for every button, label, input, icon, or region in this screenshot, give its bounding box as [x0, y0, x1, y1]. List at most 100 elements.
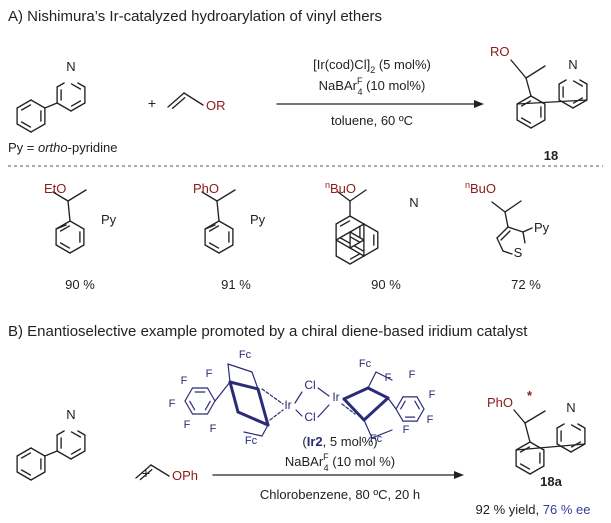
ex3-ring-b-bond: [335, 255, 351, 265]
a-arrow-head: [474, 100, 484, 108]
b-biaryl-bond: [44, 450, 58, 457]
ex3-ring-a-double-bond: [339, 220, 351, 227]
example-4-py: Py: [534, 220, 550, 235]
ex3-ring-b-bond: [335, 231, 351, 241]
p18a-pyridine-bond: [556, 423, 565, 429]
pyridine-n-atom: N: [66, 59, 75, 74]
catalyst-left-c6f5-bond: [184, 387, 194, 402]
b-pyridine-bond: [56, 430, 65, 436]
ex2-o-bond: [201, 191, 218, 202]
catalyst-left-bridge: [227, 363, 253, 373]
a-pyridine-bond: [56, 102, 72, 112]
p18-benzene-bond: [516, 119, 532, 129]
catalyst-cl-atom-bottom: Cl: [304, 410, 315, 424]
catalyst-right-bridge: [363, 419, 373, 439]
ex3-methyl-bond: [349, 189, 367, 202]
b-vinyl: [135, 464, 152, 479]
catalyst-left-bridge: [261, 424, 269, 437]
catalyst-fc-top-left: Fc: [239, 349, 252, 361]
catalyst-ir-cl-bond: [295, 409, 303, 417]
catalyst-ir-atom-right: Ir: [332, 390, 339, 404]
ex4-thiophene-bond: [522, 231, 526, 244]
py-definition: Py = ortho-pyridine: [8, 140, 118, 155]
catalyst-left-aryl-bond: [214, 381, 231, 402]
ex3-ring-b-bond: [349, 231, 365, 241]
catalyst-right-aryl-bond: [387, 397, 397, 410]
a-vinyl-o-bond: [183, 92, 204, 106]
ex4-py-bond: [522, 227, 533, 233]
example-3-n-atom: N: [409, 195, 418, 210]
ex4-thiophene-bond: [507, 226, 524, 233]
catalyst-f-atom: F: [429, 389, 436, 401]
b-phenyl-bond: [16, 471, 32, 481]
p18a-methyl-bond: [524, 410, 546, 424]
catalyst-ir-atom-left: Ir: [284, 398, 291, 412]
catalyst-left-bridge: [243, 431, 263, 437]
catalyst-right-c6f5-bond: [416, 408, 425, 422]
catalyst-f-atom: F: [184, 419, 191, 431]
ex2-ring-double-bond: [208, 242, 220, 249]
b-phenyl-bond: [30, 471, 46, 481]
a-pyridine-double-bond: [70, 100, 82, 107]
catalyst-right-c6f5-bond: [395, 396, 404, 410]
p18-pyridine-bond: [579, 79, 588, 85]
catalyst-left-c6f5-bond: [206, 387, 216, 402]
ex3-ring-b-double-bond: [349, 236, 361, 243]
catalyst-right-diene: [366, 386, 390, 400]
ex3-ring-a-bond: [335, 215, 351, 225]
catalyst-fc-bottom-right: Fc: [370, 433, 383, 445]
p18-benzene-bond: [530, 119, 546, 129]
ex4-methyl-bond: [504, 200, 522, 213]
catalyst-right-bridge: [367, 371, 377, 389]
p18-pyridine-bond: [572, 99, 588, 109]
p18-benzene-bond: [516, 95, 532, 105]
b-arrow-head: [454, 471, 464, 479]
b-vinyl-o-bond: [150, 464, 170, 477]
ex4-thiophene-bond: [502, 250, 513, 255]
p18-biaryl-bond: [516, 99, 588, 105]
ex2-ch-bond: [216, 200, 220, 222]
catalyst-f-atom: F: [427, 414, 434, 426]
plus-sign-b: +: [142, 465, 150, 481]
ex1-ring-bond: [69, 244, 85, 254]
p18a-benzene-double-bond: [519, 463, 531, 470]
catalyst-left-diene: [256, 387, 270, 427]
catalyst-left-c6f5-double-bond: [204, 400, 211, 411]
ex2-ring-bond: [218, 220, 234, 230]
p18a-biaryl-bond: [515, 443, 586, 451]
catalyst-f-atom: F: [206, 368, 213, 380]
product-18a-stereocenter: *: [527, 388, 533, 403]
catalyst-f-atom: F: [169, 398, 176, 410]
catalyst-ir-cl-bond: [294, 391, 303, 404]
ex2-py-bond: [204, 224, 216, 230]
p18-o-bond: [510, 59, 527, 79]
catalyst-f-atom: F: [403, 424, 410, 436]
catalyst-fc-bottom-left: Fc: [245, 435, 258, 447]
catalyst-right-ir-coord: [341, 403, 356, 415]
catalyst-left-diene: [236, 410, 270, 427]
ex2-ring-bond: [218, 244, 234, 254]
catalyst-left-bridge: [227, 363, 231, 383]
ex1-ring-double-bond: [59, 242, 71, 249]
vinyl-ether-or: OR: [206, 98, 226, 113]
ex3-ring-c-double-bond: [353, 245, 365, 252]
catalyst-left-c6f5-bond: [184, 400, 194, 415]
catalyst-left-diene: [228, 380, 260, 391]
p18-benzene-double-bond: [520, 117, 532, 124]
example-2-group: PhO: [193, 181, 219, 196]
product-18a-label: 18a: [540, 474, 562, 489]
example-1-group: EtO: [44, 181, 66, 196]
p18a-pyridine-bond: [556, 443, 572, 453]
example-3-yield: 90 %: [371, 277, 401, 292]
conditions-a-solvent: toluene, 60 ºC: [331, 113, 413, 128]
ex1-o-bond: [52, 191, 69, 202]
ex4-ch-bond: [504, 211, 509, 228]
ex3-ring-c-bond: [363, 223, 379, 233]
conditions-b-solvent: Chlorobenzene, 80 ºC, 20 h: [260, 487, 420, 502]
catalyst-cl-atom-top: Cl: [304, 378, 315, 392]
a-phenyl-bond: [30, 99, 46, 109]
iridium-catalyst-structure: [184, 363, 425, 439]
product-18a-n-atom: N: [566, 400, 575, 415]
